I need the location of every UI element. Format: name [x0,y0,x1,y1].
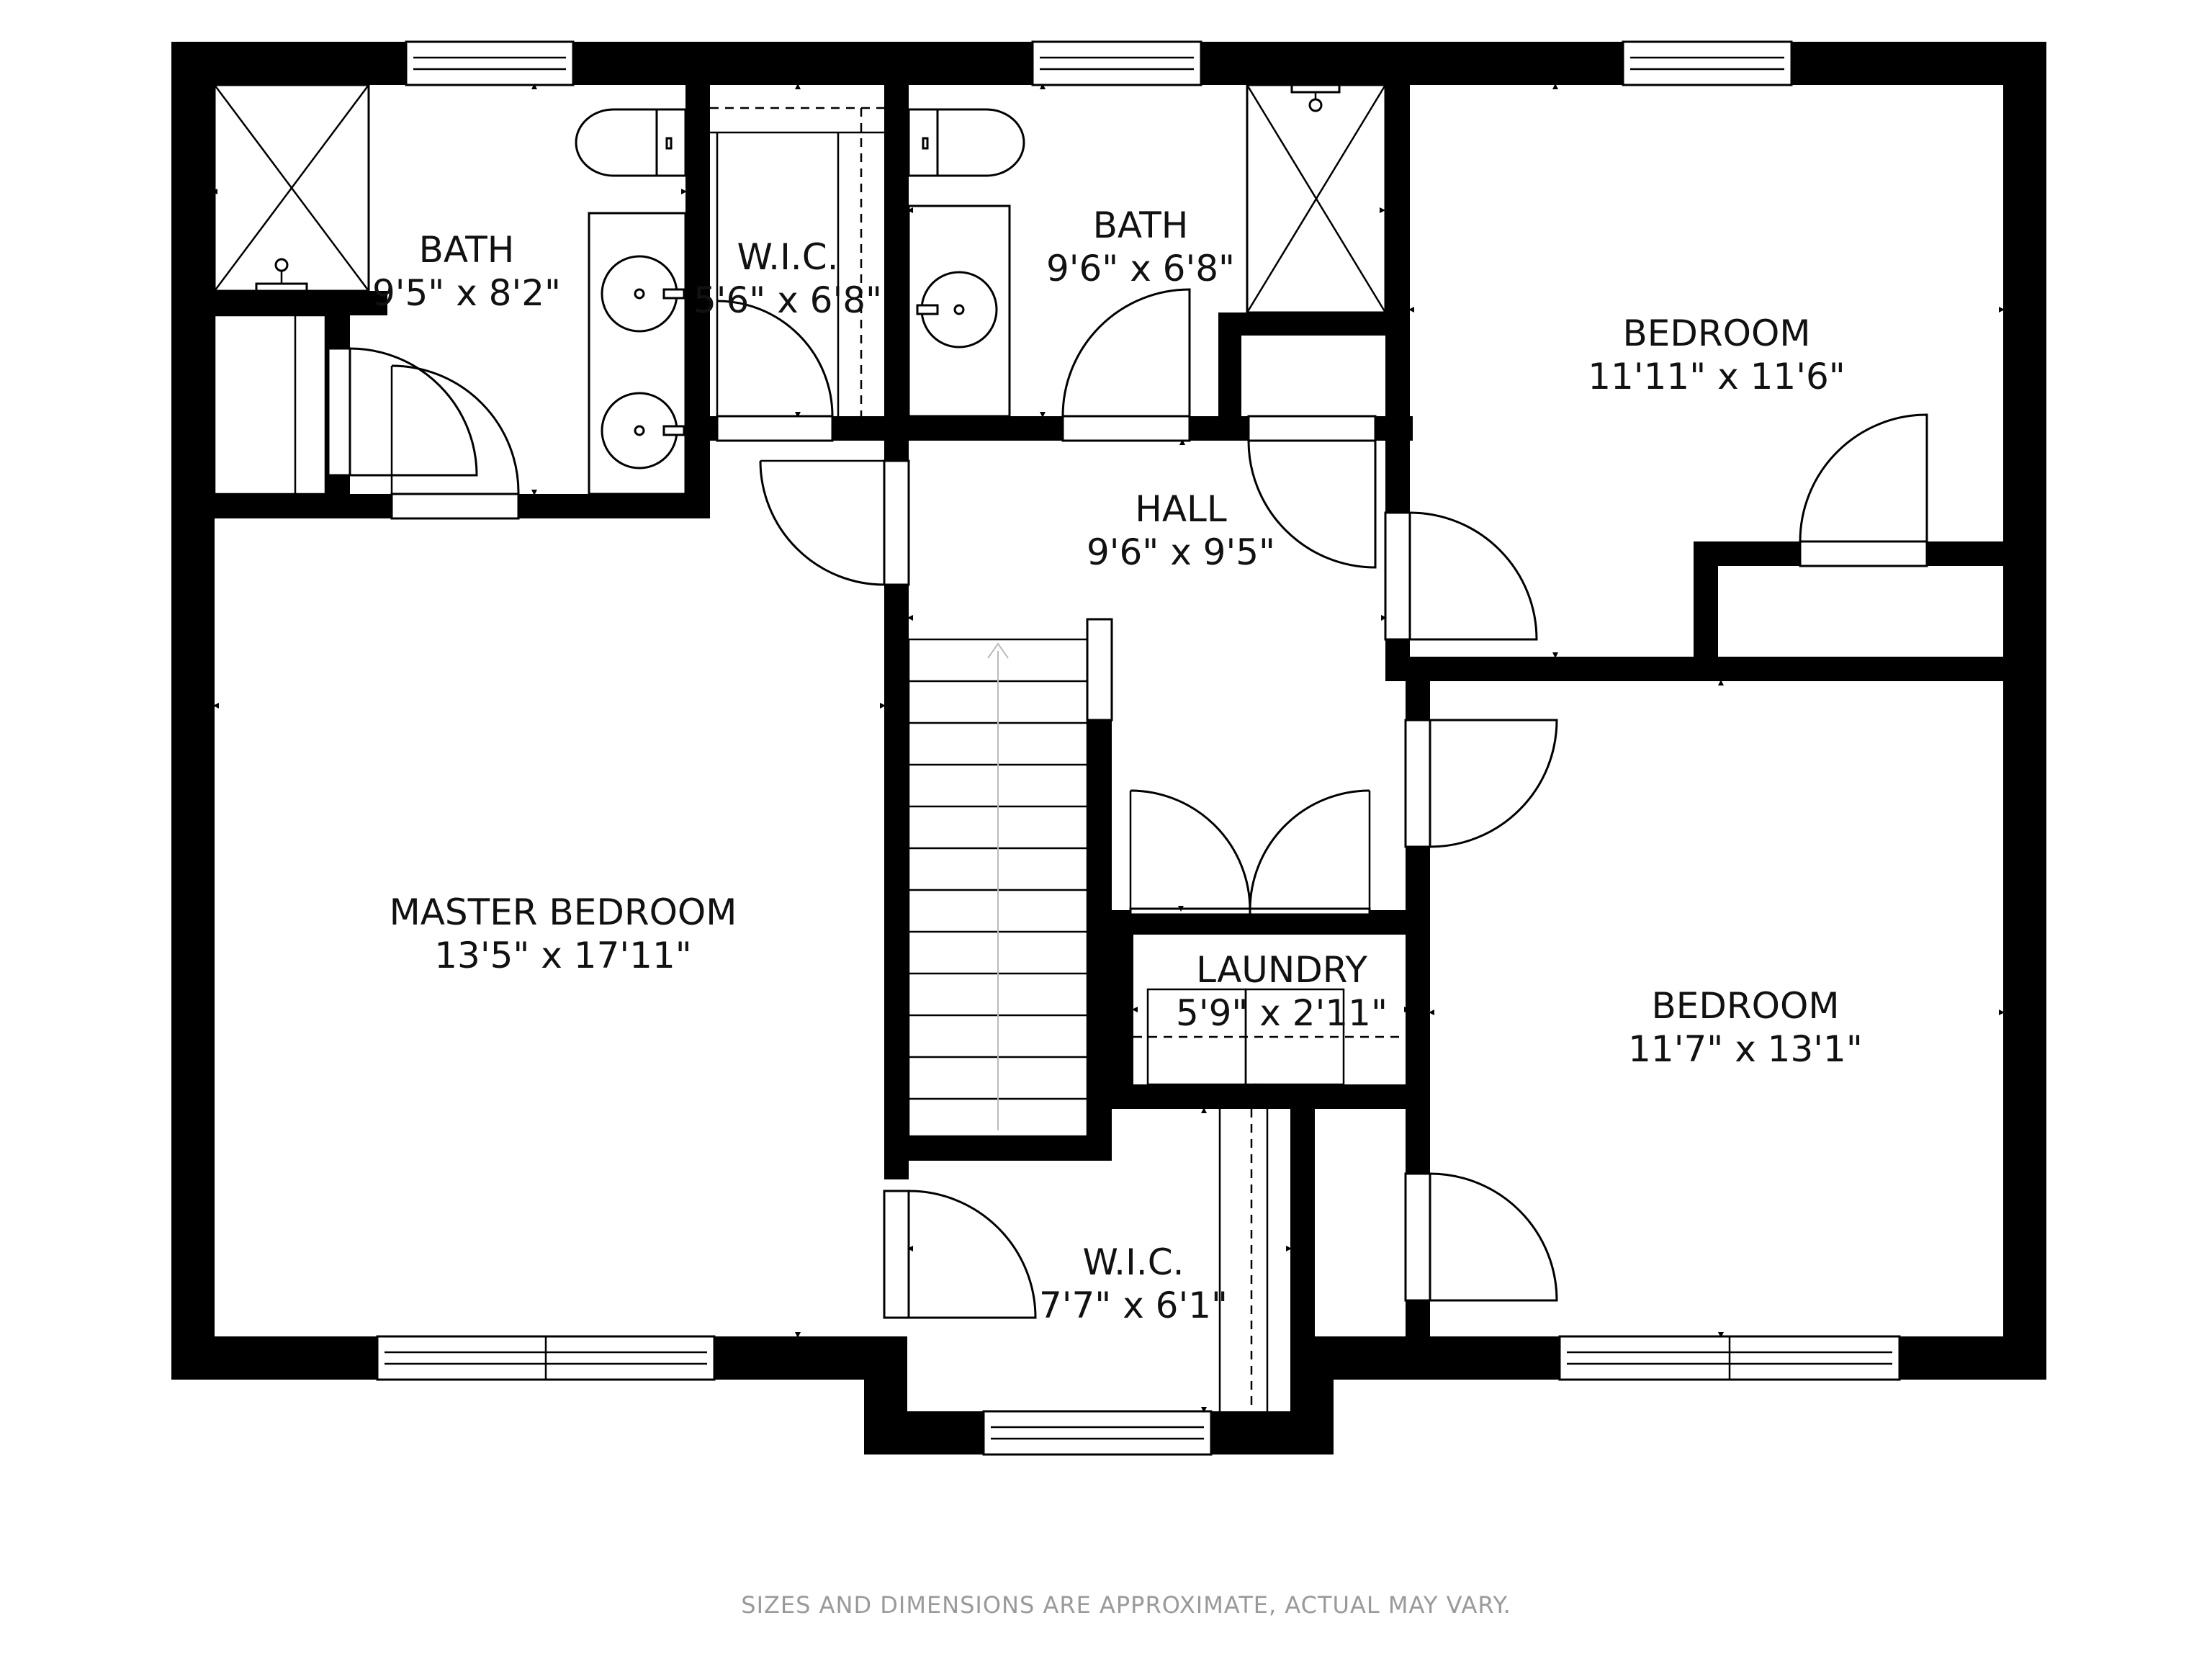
room-dimensions: 9'6" x 6'8" [1046,248,1235,289]
fixtures [213,84,1408,1411]
room-dimensions: 11'7" x 13'1" [1628,1028,1863,1070]
toilet-master [575,108,687,177]
shower-master [213,84,370,292]
doors [294,288,1928,1319]
toilet-hall-bath [907,108,1025,177]
window-bedroom-2 [1558,1335,1901,1381]
room-label-hall: HALL 9'6" x 9'5" [1087,488,1275,573]
room-label-bedroom-2: BEDROOM 11'7" x 13'1" [1628,985,1863,1070]
disclaimer-text: SIZES AND DIMENSIONS ARE APPROXIMATE, AC… [741,1591,1511,1619]
room-label-hall-bath: BATH 9'6" x 6'8" [1046,204,1235,289]
window-master-bedroom [376,1335,716,1381]
room-label-master-bedroom: MASTER BEDROOM 13'5" x 17'11" [390,891,737,976]
dimension-markers [212,84,2005,1413]
room-dimensions: 5'9" x 2'11" [1176,992,1388,1034]
room-dimensions: 7'7" x 6'1" [1039,1285,1228,1326]
room-dimensions: 9'6" x 9'5" [1087,531,1275,573]
room-name: BATH [1093,204,1189,246]
window-bedroom-1 [1622,40,1793,86]
windows [376,40,1901,1456]
laundry-appliances [1133,988,1408,1086]
room-label-master-wic: W.I.C. 5'6" x 6'8" [693,236,882,321]
room-name: W.I.C. [737,236,838,278]
room-label-laundry: LAUNDRY 5'9" x 2'11" [1176,949,1388,1034]
room-name: W.I.C. [1082,1241,1184,1283]
window-master-bath [405,40,575,86]
sink-hall-bath [907,204,1011,418]
wic-shelving [710,107,884,416]
room-dimensions: 5'6" x 6'8" [693,279,882,321]
room-label-wic-2: W.I.C. 7'7" x 6'1" [1039,1241,1228,1326]
room-label-master-bath: BATH 9'5" x 8'2" [372,229,561,314]
room-dimensions: 11'11" x 11'6" [1588,356,1845,397]
room-name: HALL [1135,488,1227,530]
room-name: BEDROOM [1652,985,1840,1027]
room-label-bedroom-1: BEDROOM 11'11" x 11'6" [1588,313,1845,397]
vanity-master [588,212,687,495]
room-dimensions: 13'5" x 17'11" [434,935,692,976]
wic-2-shelf [1218,1109,1269,1411]
room-name: BATH [419,229,515,271]
room-name: LAUNDRY [1196,949,1367,991]
room-name: MASTER BEDROOM [390,891,737,933]
window-wic [982,1410,1213,1456]
room-dimensions: 9'5" x 8'2" [372,272,561,314]
window-hall-bath [1031,40,1202,86]
shower-hall-bath [1246,84,1387,314]
room-name: BEDROOM [1623,313,1811,354]
staircase [907,638,1089,1138]
